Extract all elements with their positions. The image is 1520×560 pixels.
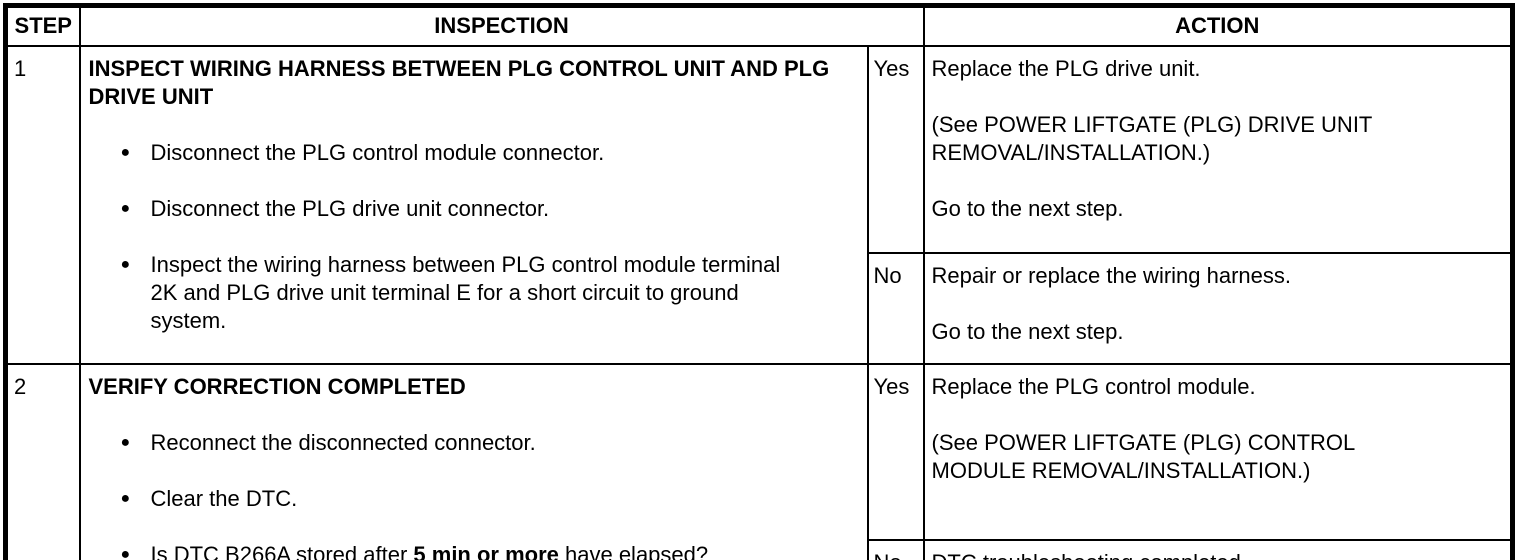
bullet-icon: ● (120, 199, 131, 217)
action-paragraph: Go to the next step. (931, 195, 1124, 221)
header-action: ACTION (922, 4, 1514, 47)
yes-label-2: Yes (866, 362, 925, 541)
inspection-bullet: ● Is DTC B266A stored after 5 min or mor… (121, 541, 806, 560)
inspection-bullet-text: Reconnect the disconnected connector. (150, 429, 536, 455)
action-yes-cell-1: Replace the PLG drive unit. (See POWER L… (922, 44, 1514, 254)
table-row: No Repair or replace the wiring harness.… (6, 251, 1514, 365)
step-number-1: 1 (4, 44, 81, 365)
step-number-2: 2 (4, 362, 81, 560)
action-paragraph: DTC troubleshooting completed. (932, 549, 1452, 560)
action-paragraph: (See POWER LIFTGATE (PLG) DRIVE UNIT REM… (931, 111, 1372, 165)
bullet-icon: ● (120, 433, 131, 451)
inspection-bullet: ● Reconnect the disconnected connector. (121, 429, 806, 457)
inspection-bullet-text: Disconnect the PLG drive unit connector. (150, 195, 550, 221)
action-no-cell-2: DTC troubleshooting completed. (922, 538, 1514, 560)
inspection-cell-2: VERIFY CORRECTION COMPLETED ● Reconnect … (78, 362, 869, 560)
no-label-2: No (866, 538, 925, 560)
action-paragraph: Repair or replace the wiring harness. (931, 262, 1292, 288)
inspection-bullet-text: Disconnect the PLG control module connec… (150, 139, 605, 165)
header-step: STEP (4, 4, 81, 47)
bullet-icon: ● (120, 255, 131, 273)
table-row: 2 VERIFY CORRECTION COMPLETED ● Reconnec… (4, 362, 1514, 560)
action-paragraph: Replace the PLG control module. (931, 373, 1256, 399)
action-paragraph: Go to the next step. (931, 318, 1124, 344)
no-label-1: No (866, 251, 925, 365)
table-row: 1 INSPECT WIRING HARNESS BETWEEN PLG CON… (4, 44, 1514, 365)
table-header-row: STEP INSPECTION ACTION (4, 4, 1514, 47)
inspection-bullet-bold-text: 5 min or more (413, 541, 559, 560)
bullet-icon: ● (120, 489, 131, 507)
troubleshooting-table: STEP INSPECTION ACTION 1 INSPECT WIRING … (3, 3, 1515, 560)
inspection-bullet: ● Inspect the wiring harness between PLG… (121, 251, 806, 335)
inspection-bullet: ● Disconnect the PLG control module conn… (121, 139, 806, 167)
table-row: No DTC troubleshooting completed. (6, 538, 1514, 560)
inspection-bullet-text: Inspect the wiring harness between PLG c… (150, 251, 781, 333)
inspection-bullet: ● Disconnect the PLG drive unit connecto… (121, 195, 806, 223)
inspection-title-1: INSPECT WIRING HARNESS BETWEEN PLG CONTR… (88, 55, 830, 109)
yes-label-1: Yes (866, 44, 925, 254)
inspection-cell-1: INSPECT WIRING HARNESS BETWEEN PLG CONTR… (78, 44, 869, 365)
bullet-icon: ● (120, 545, 131, 560)
inspection-bullet-list: ● Reconnect the disconnected connector. … (89, 429, 863, 560)
action-yes-cell-2: Replace the PLG control module. (See POW… (922, 362, 1514, 541)
inspection-title-2: VERIFY CORRECTION COMPLETED (88, 373, 466, 399)
inspection-bullet-text: Is DTC B266A stored after (150, 541, 414, 560)
inspection-bullet: ● Clear the DTC. (121, 485, 806, 513)
inspection-bullet-text: Clear the DTC. (150, 485, 298, 511)
action-paragraph: (See POWER LIFTGATE (PLG) CONTROL MODULE… (931, 429, 1355, 483)
inspection-bullet-list: ● Disconnect the PLG control module conn… (89, 139, 863, 335)
header-inspection: INSPECTION (78, 4, 925, 47)
action-no-cell-1: Repair or replace the wiring harness. Go… (922, 251, 1514, 365)
inspection-bullet-text: have elapsed? (558, 541, 709, 560)
action-paragraph: Replace the PLG drive unit. (931, 55, 1201, 81)
bullet-icon: ● (120, 143, 131, 161)
